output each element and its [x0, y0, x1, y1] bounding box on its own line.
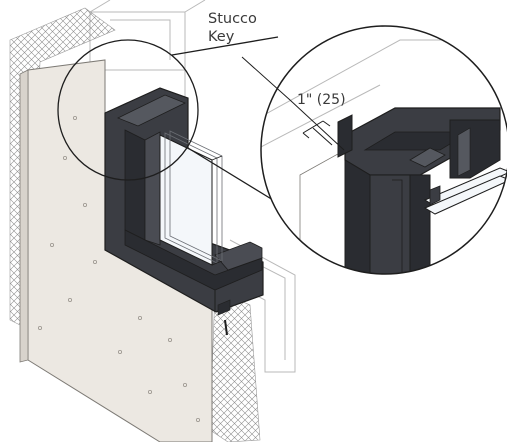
stucco-key-label-line2: Key	[208, 29, 235, 45]
stucco-key-label-line1: Stucco	[208, 11, 257, 27]
dimension-marker	[302, 120, 333, 146]
window-frame	[104, 87, 264, 336]
stucco-key-leader	[241, 56, 345, 151]
dimension-label: 1" (25)	[297, 92, 346, 108]
detail-leader-lines	[171, 36, 279, 201]
enlarged-detail	[260, 25, 507, 275]
detail-reference-circle	[57, 39, 199, 181]
